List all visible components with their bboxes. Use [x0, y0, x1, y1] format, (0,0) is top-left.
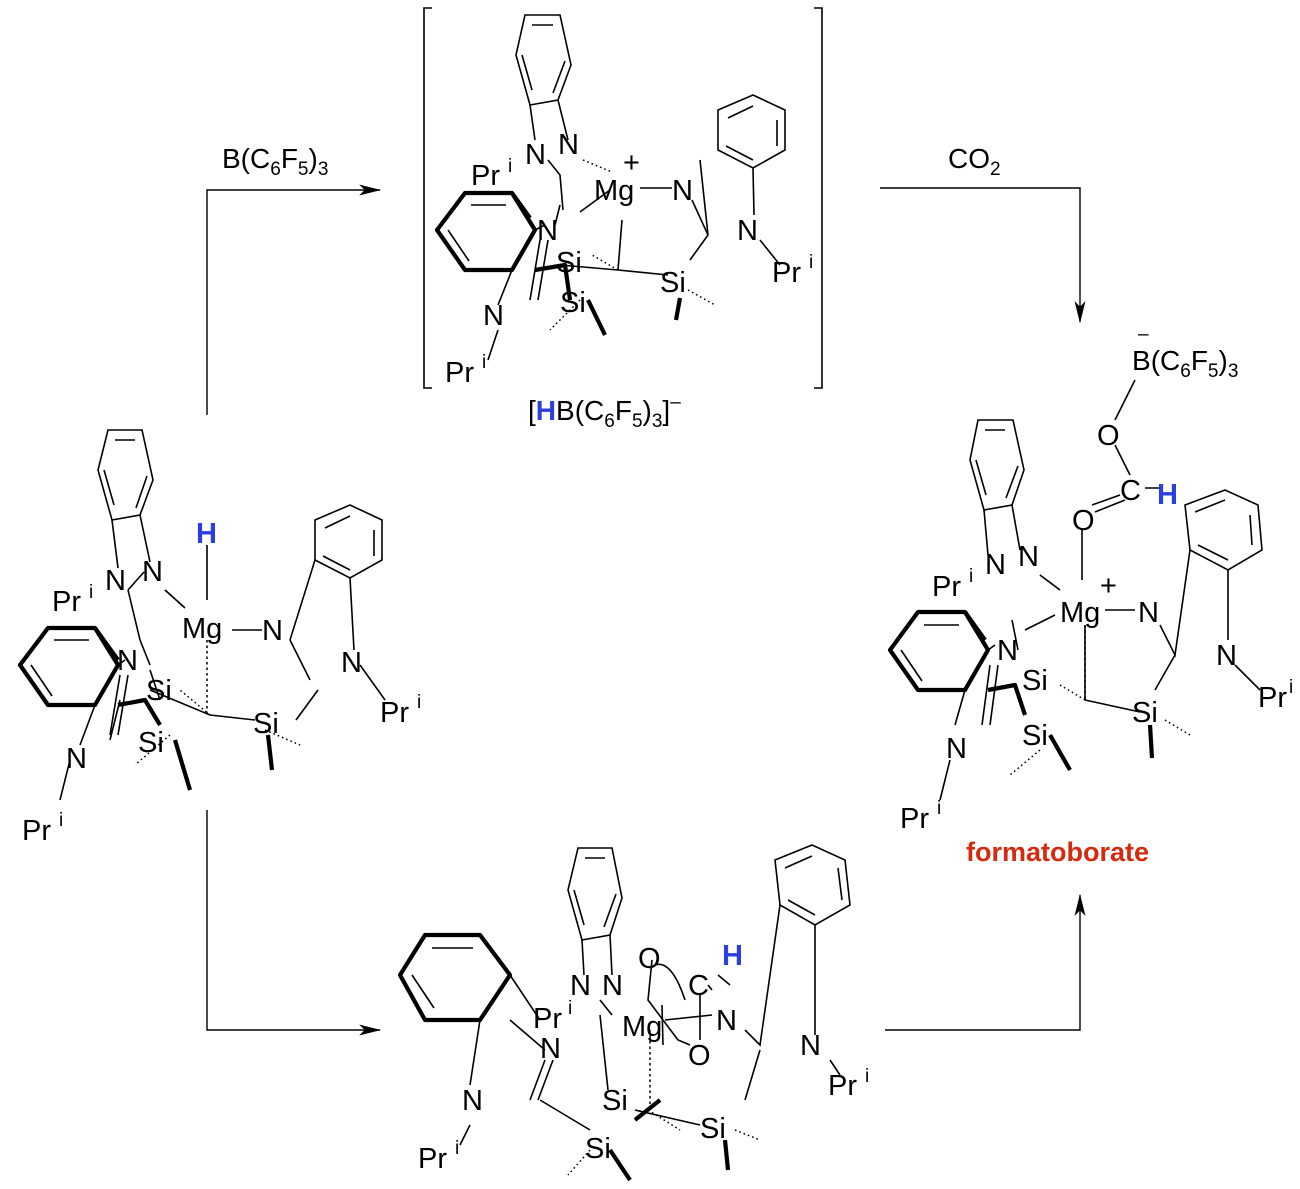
svg-text:N: N	[985, 549, 1006, 581]
svg-text:N: N	[540, 1033, 561, 1065]
svg-text:Pr: Pr	[900, 803, 929, 835]
svg-text:N: N	[997, 635, 1018, 667]
svg-text:Pr: Pr	[533, 1003, 562, 1035]
svg-text:Si: Si	[253, 708, 279, 740]
svg-text:Si: Si	[560, 287, 586, 319]
svg-text:Pr: Pr	[1258, 682, 1287, 714]
svg-text:N: N	[462, 1085, 483, 1117]
svg-text:Pr: Pr	[418, 1143, 447, 1175]
magnesium-formate: N N Pr i Mg N O C H O N N Pr i Si Si Si …	[397, 844, 869, 1182]
svg-text:N: N	[800, 1030, 821, 1062]
bracket	[423, 7, 823, 389]
svg-text:N: N	[558, 129, 579, 161]
svg-text:+: +	[1100, 570, 1117, 602]
svg-text:Mg: Mg	[594, 175, 634, 207]
arrow-to-formate	[206, 810, 382, 1036]
svg-text:N: N	[341, 647, 362, 679]
product-label: formatoborate	[966, 837, 1149, 867]
svg-text:O: O	[638, 943, 661, 975]
svg-text:N: N	[66, 743, 87, 775]
svg-text:N: N	[737, 215, 758, 247]
borate-group: B(C6F5)3	[1132, 345, 1238, 382]
svg-text:i: i	[969, 566, 973, 587]
svg-text:N: N	[1216, 640, 1237, 672]
svg-text:C: C	[1120, 475, 1141, 507]
svg-text:+: +	[623, 147, 640, 179]
arrow-up-to-product	[885, 893, 1086, 1031]
svg-text:O: O	[1072, 505, 1095, 537]
svg-text:Si: Si	[146, 675, 172, 707]
svg-text:N: N	[1018, 541, 1039, 573]
svg-text:N: N	[602, 970, 623, 1002]
starting-magnesium-hydride: H N N Pr i Mg N N N Pr i Si Si Si N Pr i	[17, 429, 421, 847]
svg-text:i: i	[482, 352, 486, 373]
reagent-co2: CO2	[948, 143, 1001, 180]
svg-text:Pr: Pr	[52, 586, 81, 618]
svg-text:Mg: Mg	[1060, 597, 1100, 629]
svg-text:N: N	[483, 300, 504, 332]
svg-text:Si: Si	[585, 1133, 611, 1165]
svg-text:N: N	[672, 175, 693, 207]
svg-text:Pr: Pr	[932, 571, 961, 603]
svg-text:N: N	[525, 139, 546, 171]
svg-text:N: N	[117, 645, 138, 677]
svg-text:i: i	[508, 156, 512, 177]
mg-atom: Mg	[182, 613, 222, 645]
svg-text:Pr: Pr	[22, 815, 51, 847]
svg-text:Mg: Mg	[622, 1011, 662, 1043]
arrow-to-cation	[206, 184, 382, 415]
svg-text:i: i	[809, 252, 813, 273]
svg-text:N: N	[946, 733, 967, 765]
svg-text:Pr: Pr	[380, 697, 409, 729]
formatoborate-product: B(C6F5)3 – O C H O N N Pr i Mg + N N N P…	[887, 324, 1293, 835]
counterion-label: [HB(C6F5)3]–	[528, 392, 681, 432]
formato-h: H	[1157, 479, 1178, 511]
svg-text:O: O	[1097, 420, 1120, 452]
svg-text:Pr: Pr	[772, 257, 801, 289]
svg-text:O: O	[688, 1040, 711, 1072]
svg-text:N: N	[142, 556, 163, 588]
formate-h: H	[722, 940, 743, 972]
svg-text:N: N	[105, 565, 126, 597]
svg-text:i: i	[1289, 677, 1293, 698]
svg-text:Pr: Pr	[445, 357, 474, 389]
svg-text:Si: Si	[602, 1085, 628, 1117]
svg-text:Pr: Pr	[828, 1070, 857, 1102]
svg-text:i: i	[455, 1138, 459, 1159]
borate-charge: –	[1138, 324, 1149, 345]
svg-text:i: i	[59, 810, 63, 831]
reagent-borane: B(C6F5)3	[222, 143, 328, 180]
svg-text:N: N	[262, 615, 283, 647]
svg-text:i: i	[417, 692, 421, 713]
arrow-co2-down	[880, 187, 1086, 324]
svg-text:i: i	[937, 798, 941, 819]
svg-text:Si: Si	[1132, 697, 1158, 729]
svg-text:N: N	[1138, 597, 1159, 629]
svg-text:Si: Si	[556, 247, 582, 279]
svg-text:Pr: Pr	[471, 160, 500, 192]
svg-text:i: i	[89, 582, 93, 603]
svg-text:Si: Si	[1022, 720, 1048, 752]
reaction-arrows	[206, 184, 1086, 1036]
svg-text:N: N	[537, 215, 558, 247]
svg-text:Si: Si	[700, 1113, 726, 1145]
svg-text:Si: Si	[138, 727, 164, 759]
svg-text:N: N	[570, 970, 591, 1002]
svg-text:C: C	[688, 970, 709, 1002]
svg-text:Si: Si	[660, 267, 686, 299]
svg-text:i: i	[865, 1066, 869, 1087]
magnesium-cation: N N Pr i Mg + N N N Pr i Si Si Si N Pr i	[423, 7, 823, 389]
svg-text:Si: Si	[1022, 665, 1048, 697]
svg-text:N: N	[716, 1005, 737, 1037]
hydride-h: H	[196, 518, 217, 550]
svg-text:i: i	[568, 998, 572, 1019]
